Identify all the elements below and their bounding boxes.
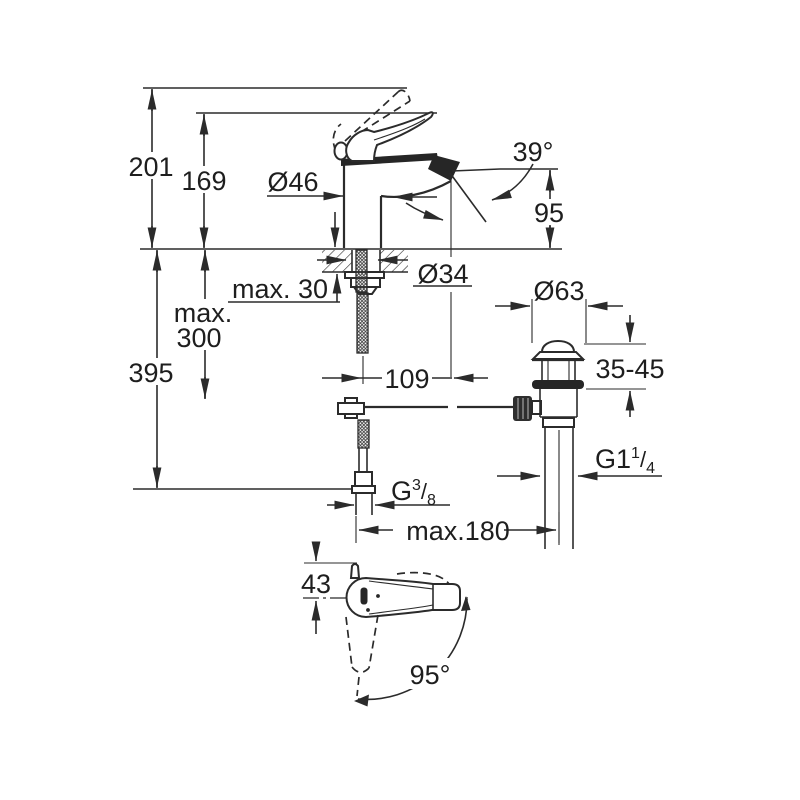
pop-up-rod: [337, 397, 516, 419]
handle-body-outline: [345, 576, 461, 619]
dim-body-diameter: Ø46: [267, 167, 437, 202]
dim-label-dia34: Ø34: [417, 259, 468, 289]
lever-inner-line: [373, 118, 426, 141]
dim-install-height: 395: [127, 250, 175, 488]
clamp-stem: [531, 400, 542, 415]
dim-spout-angle: 39°: [405, 137, 558, 223]
dim-label-201: 201: [128, 152, 173, 182]
dim-label-max: max.: [174, 298, 233, 328]
dim-drain-thread: G11/4: [497, 444, 662, 481]
arc-arrow-up: [461, 596, 471, 611]
dim-deck-thickness: max. 30: [228, 212, 342, 304]
dim-label-max30: max. 30: [232, 274, 328, 304]
detail-dot: [376, 594, 380, 598]
faucet-outline: [332, 89, 460, 248]
popup-plug-dome: [540, 339, 576, 353]
detail-dot: [366, 608, 370, 612]
blade-inner-line: [368, 580, 434, 590]
dim-label-300: 300: [176, 323, 221, 353]
deck-hatch-right: [380, 250, 408, 272]
dim-hose-length: max. 300: [169, 250, 237, 399]
drain-assembly: [513, 339, 586, 549]
dim-label-95: 95: [534, 198, 564, 228]
dim-flange-diameter: Ø63: [495, 276, 623, 343]
dim-label-g38: G3/8: [391, 476, 436, 509]
dim-body-height: 169: [181, 114, 227, 248]
threaded-shank: [355, 249, 368, 293]
drain-top-flange: [530, 351, 586, 360]
dim-label-g114: G11/4: [595, 444, 655, 477]
spout-underside: [380, 180, 452, 199]
handle-top-view: [345, 563, 461, 619]
aerator-face: [428, 155, 460, 181]
lever-pin: [349, 563, 361, 579]
supply-hose: [351, 249, 376, 515]
spout-top-rim: [341, 153, 438, 166]
dim-label-dia63: Ø63: [533, 276, 584, 306]
rod-cross-fitting: [337, 402, 365, 415]
dim-total-height: 201: [128, 89, 174, 248]
dim-label-dia46: Ø46: [267, 167, 318, 197]
dim-label-max180: max.180: [406, 516, 510, 546]
dim-hole-diameter: Ø34: [317, 255, 474, 289]
front-view: 201 169 395 max. 300: [127, 87, 665, 549]
dim-deck-range: 35-45: [584, 315, 665, 417]
dim-handle-height: 43: [301, 541, 357, 634]
dim-label-109: 109: [384, 364, 429, 394]
rotated-lever-dashed: [345, 614, 379, 697]
dim-label-95deg: 95°: [410, 660, 451, 690]
seal-ring: [532, 380, 584, 389]
dim-swivel-angle: 95°: [354, 596, 471, 707]
angle-arc: [491, 163, 534, 201]
lever-slot: [360, 587, 368, 605]
flex-hose-upper: [356, 292, 369, 354]
dim-supply-thread: G3/8: [327, 476, 450, 510]
raised-lever-dashed-line: [360, 100, 411, 133]
flow-direction-line: [449, 172, 487, 223]
deck-hatch-left: [322, 250, 352, 272]
flex-hose-lower: [357, 419, 370, 449]
dim-label-43: 43: [301, 569, 331, 599]
dim-label-169: 169: [181, 166, 226, 196]
top-view: 43 95°: [301, 541, 471, 707]
dim-label-39deg: 39°: [513, 137, 554, 167]
raised-lever-tip-dashed: [397, 89, 411, 102]
flow-arrow: [405, 202, 444, 221]
hose-flange-nut: [351, 485, 376, 494]
lever-handle: [345, 111, 434, 162]
dim-label-3545: 35-45: [595, 354, 664, 384]
dim-rod-reach: max.180: [355, 512, 560, 546]
blade-inner-line: [368, 604, 434, 615]
hose-hex-nut: [354, 471, 373, 487]
dim-spout-height: 95: [534, 170, 565, 248]
dim-label-395: 395: [128, 358, 173, 388]
dim-spout-reach: 109: [322, 174, 488, 394]
drain-nut: [542, 417, 575, 428]
arc-arrow-left: [354, 694, 369, 707]
